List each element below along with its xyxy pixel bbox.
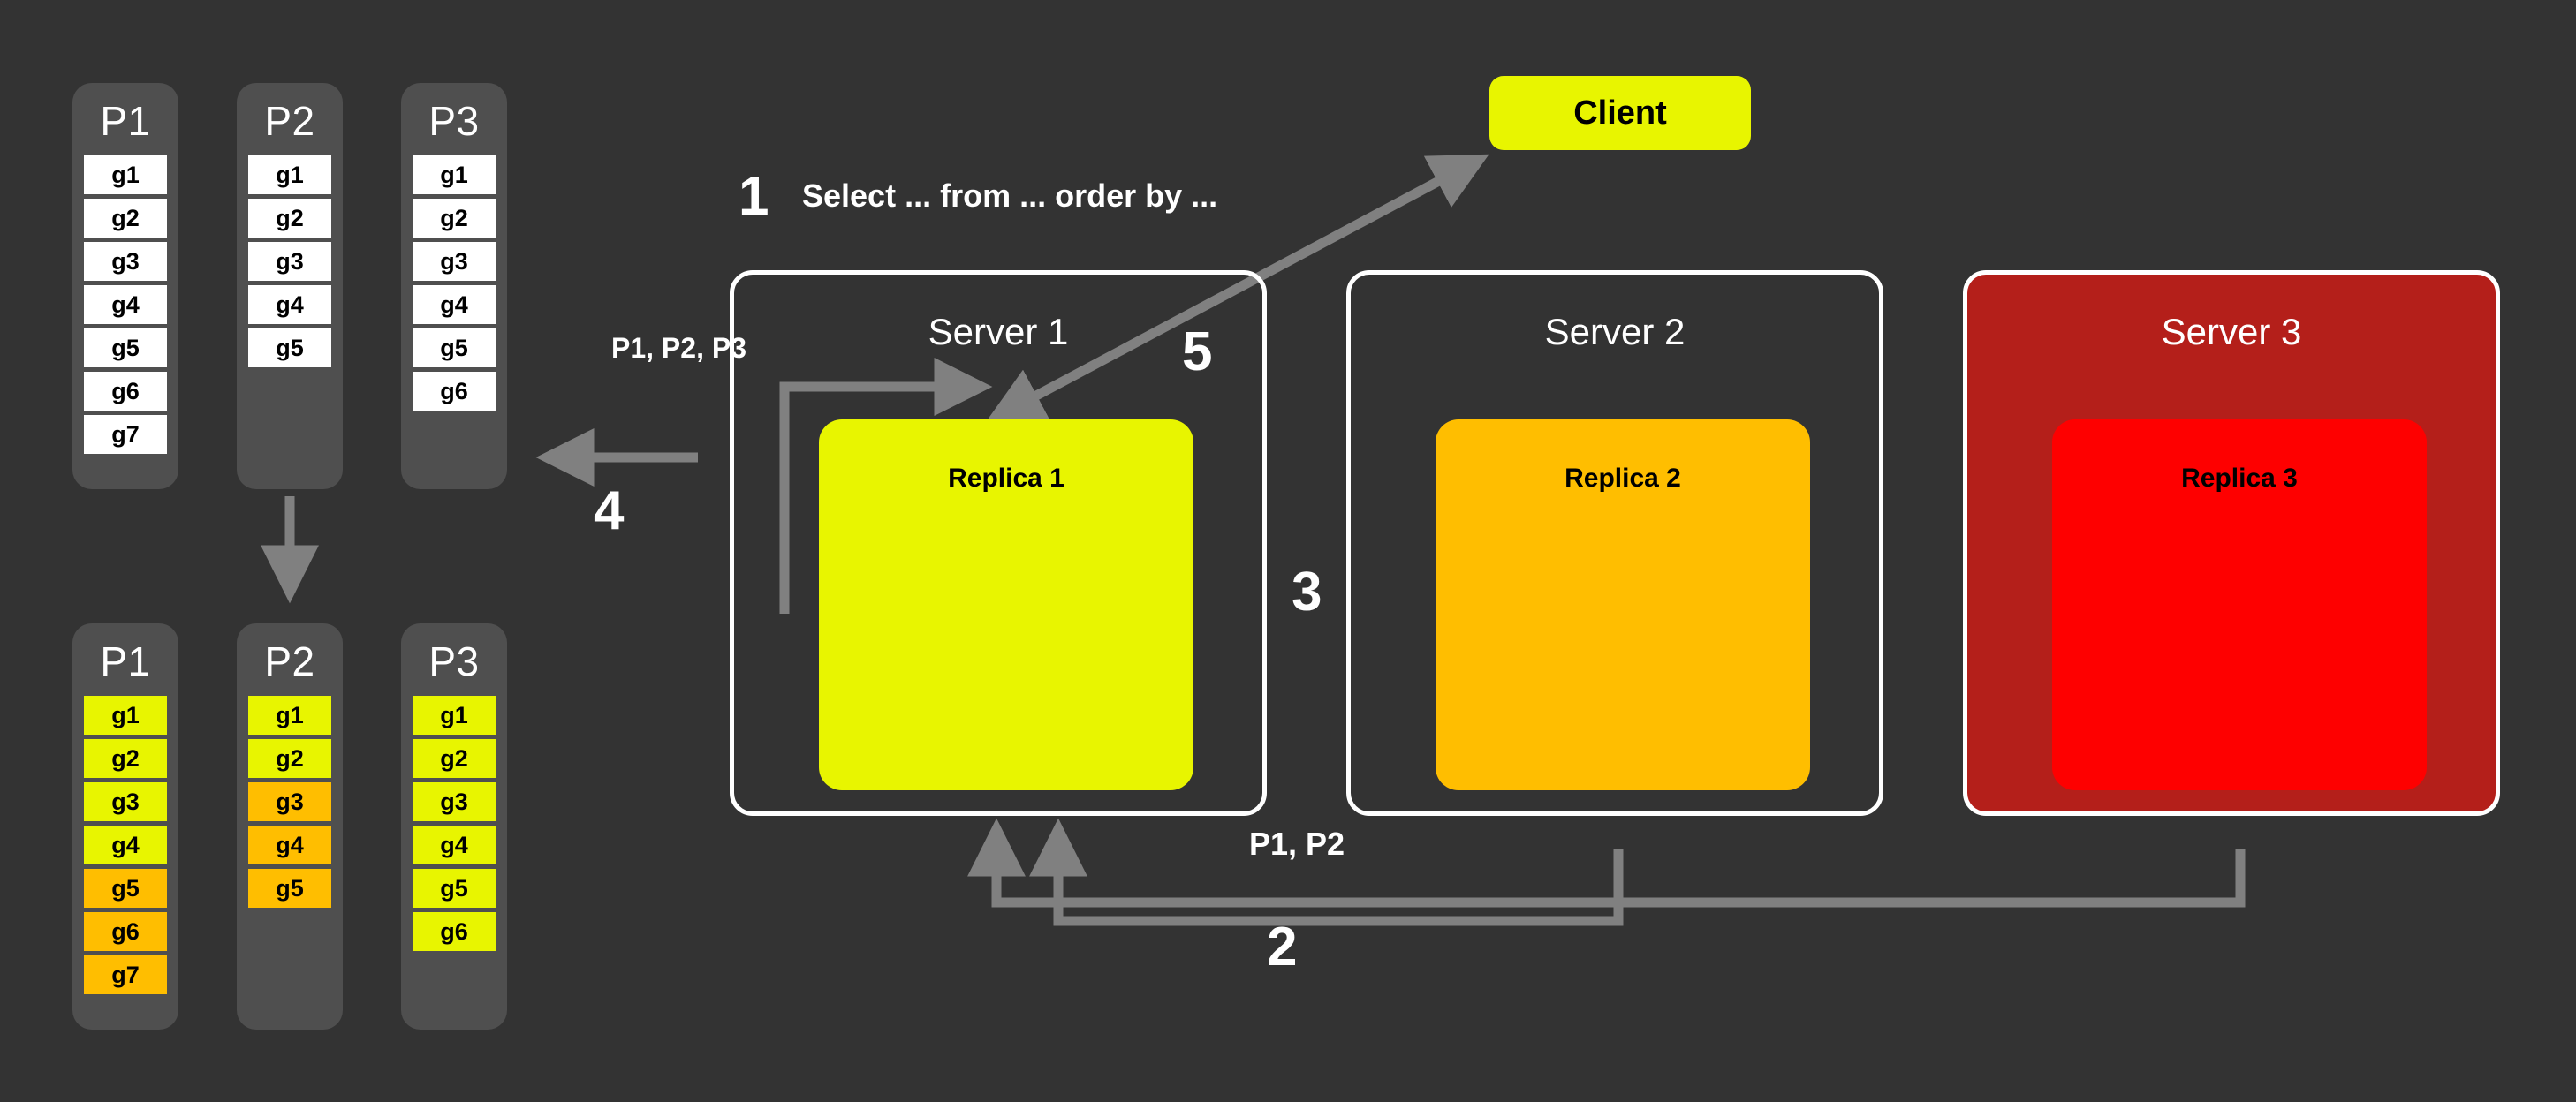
partition-cell: g5: [84, 869, 167, 908]
partition-cell: g2: [413, 739, 496, 778]
replica-1-box[interactable]: Replica 1: [819, 419, 1193, 790]
partition-cell: g4: [84, 826, 167, 864]
partition-after-p2: P2 g1 g2 g3 g4 g5: [237, 623, 343, 1030]
step-2-text: P1, P2: [1249, 826, 1345, 862]
partition-cell: g1: [248, 155, 331, 194]
step-3-number: 3: [1292, 562, 1322, 623]
partition-cell: g1: [84, 696, 167, 735]
partition-title: P1: [100, 638, 151, 684]
partition-cell: g4: [248, 826, 331, 864]
partition-cells: g1 g2 g3 g4 g5: [237, 155, 343, 367]
replica-3-box[interactable]: Replica 3: [2052, 419, 2427, 790]
partition-cell: g5: [413, 869, 496, 908]
partition-cell: g3: [84, 242, 167, 281]
step-4-text: P1, P2, P3: [611, 332, 746, 364]
partition-cell: g2: [84, 199, 167, 238]
partition-cell: g5: [413, 328, 496, 367]
partition-cells: g1 g2 g3 g4 g5 g6: [401, 155, 507, 411]
partition-cell: g4: [413, 826, 496, 864]
server-3-box[interactable]: Server 3 Replica 3: [1963, 270, 2500, 816]
arrow-step2-server3-to-server1: [967, 818, 2246, 908]
partition-after-p3: P3 g1 g2 g3 g4 g5 g6: [401, 623, 507, 1030]
partition-before-p2: P2 g1 g2 g3 g4 g5: [237, 83, 343, 489]
step-1-text: Select ... from ... order by ...: [802, 177, 1218, 214]
partition-cell: g5: [84, 328, 167, 367]
partition-cell: g7: [84, 415, 167, 454]
partition-cell: g1: [248, 696, 331, 735]
replica-2-box[interactable]: Replica 2: [1436, 419, 1810, 790]
partition-cell: g4: [248, 285, 331, 324]
client-label: Client: [1573, 94, 1667, 132]
partition-cell: g1: [413, 155, 496, 194]
partition-cell: g3: [413, 782, 496, 821]
partition-before-p3: P3 g1 g2 g3 g4 g5 g6: [401, 83, 507, 489]
partition-cell: g2: [413, 199, 496, 238]
partition-cell: g2: [248, 739, 331, 778]
partition-cell: g1: [84, 155, 167, 194]
server-1-title: Server 1: [928, 311, 1069, 352]
partition-cell: g2: [248, 199, 331, 238]
server-3-title: Server 3: [2161, 311, 2302, 352]
step-5-number: 5: [1182, 321, 1213, 382]
partition-cell: g6: [84, 372, 167, 411]
partition-cells: g1 g2 g3 g4 g5 g6 g7: [72, 696, 178, 994]
client-box[interactable]: Client: [1489, 76, 1751, 150]
step-1-number: 1: [739, 166, 769, 227]
partition-cells: g1 g2 g3 g4 g5 g6: [401, 696, 507, 951]
partition-title: P2: [264, 638, 315, 684]
partition-title: P3: [428, 638, 480, 684]
server-1-box[interactable]: Server 1 Replica 1: [730, 270, 1267, 816]
partition-cell: g7: [84, 955, 167, 994]
partition-cell: g4: [413, 285, 496, 324]
partition-cell: g6: [84, 912, 167, 951]
partition-cell: g6: [413, 912, 496, 951]
partition-cell: g3: [413, 242, 496, 281]
partition-cell: g5: [248, 869, 331, 908]
partition-cell: g3: [84, 782, 167, 821]
partition-cell: g3: [248, 242, 331, 281]
partition-cell: g2: [84, 739, 167, 778]
partition-cell: g1: [413, 696, 496, 735]
server-2-box[interactable]: Server 2 Replica 2: [1346, 270, 1883, 816]
partition-title: P2: [264, 98, 315, 144]
partition-title: P1: [100, 98, 151, 144]
partition-before-p1: P1 g1 g2 g3 g4 g5 g6 g7: [72, 83, 178, 489]
step-4-number: 4: [594, 480, 625, 541]
server-2-title: Server 2: [1544, 311, 1686, 352]
replica-1-label: Replica 1: [948, 464, 1064, 493]
partition-after-p1: P1 g1 g2 g3 g4 g5 g6 g7: [72, 623, 178, 1030]
replica-2-label: Replica 2: [1565, 464, 1681, 493]
replica-3-label: Replica 3: [2181, 464, 2298, 493]
step-2-number: 2: [1267, 917, 1298, 977]
partition-cells: g1 g2 g3 g4 g5: [237, 696, 343, 908]
partition-cell: g3: [248, 782, 331, 821]
partition-cell: g6: [413, 372, 496, 411]
partition-cell: g5: [248, 328, 331, 367]
partition-cells: g1 g2 g3 g4 g5 g6 g7: [72, 155, 178, 454]
partition-title: P3: [428, 98, 480, 144]
partition-cell: g4: [84, 285, 167, 324]
